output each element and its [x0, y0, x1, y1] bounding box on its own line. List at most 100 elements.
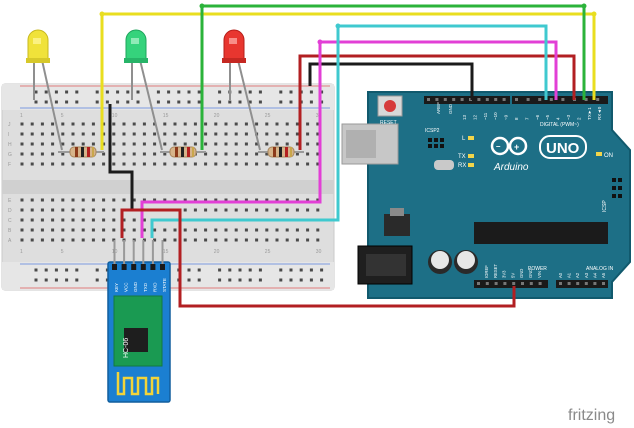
breadboard-hole — [61, 238, 65, 242]
breadboard-hole — [81, 228, 85, 232]
breadboard-hole — [51, 218, 55, 222]
power-header-strip — [474, 280, 548, 288]
breadboard-hole — [71, 122, 75, 126]
power-pin-label: 3V3 — [502, 270, 507, 278]
digital-pin-label: 8 — [514, 117, 519, 120]
power-pin-label: 5V — [510, 273, 515, 278]
breadboard-column-number: 5 — [61, 113, 64, 119]
power-label: POWER — [528, 266, 547, 272]
bt-pin-housing — [140, 264, 146, 270]
breadboard-hole — [95, 100, 99, 104]
breadboard-hole — [306, 132, 310, 136]
breadboard-hole — [193, 228, 197, 232]
digital-pin-label: ~9 — [504, 114, 509, 120]
breadboard-hole — [234, 228, 238, 232]
breadboard-hole — [65, 268, 69, 272]
breadboard-hole — [61, 198, 65, 202]
breadboard-hole — [71, 208, 75, 212]
breadboard-hole — [279, 278, 283, 282]
digital-pin-label: RX◄0 — [597, 106, 602, 120]
breadboard-hole — [295, 132, 299, 136]
breadboard-hole — [218, 278, 222, 282]
breadboard-hole — [214, 238, 218, 242]
header-pin — [443, 98, 447, 101]
breadboard-hole — [126, 100, 130, 104]
bt-pin-leg — [123, 240, 126, 264]
breadboard-hole — [228, 278, 232, 282]
breadboard-hole — [248, 90, 252, 94]
breadboard-hole — [61, 218, 65, 222]
breadboard-hole — [71, 132, 75, 136]
breadboard-hole — [112, 122, 116, 126]
breadboard-column-number: 20 — [214, 249, 220, 255]
breadboard-hole — [71, 198, 75, 202]
breadboard-hole — [132, 218, 136, 222]
bt-pin-housing — [131, 264, 137, 270]
breadboard-hole — [91, 162, 95, 166]
breadboard-hole — [316, 132, 320, 136]
breadboard-hole — [20, 132, 24, 136]
icsp-pin — [618, 186, 622, 190]
icsp2-header — [428, 138, 444, 148]
breadboard-hole — [65, 100, 69, 104]
breadboard-hole — [244, 152, 248, 156]
breadboard-hole — [71, 218, 75, 222]
breadboard-hole — [275, 228, 279, 232]
breadboard-hole — [309, 278, 313, 282]
breadboard-hole — [214, 132, 218, 136]
breadboard-hole — [204, 132, 208, 136]
breadboard-hole — [316, 198, 320, 202]
breadboard-hole — [116, 100, 120, 104]
breadboard-hole — [112, 218, 116, 222]
breadboard-hole — [234, 198, 238, 202]
breadboard-hole — [132, 162, 136, 166]
breadboard-hole — [132, 152, 136, 156]
breadboard-hole — [156, 90, 160, 94]
breadboard-hole — [91, 142, 95, 146]
power-pin-label: RESET — [493, 264, 498, 278]
breadboard-hole — [244, 122, 248, 126]
breadboard-hole — [51, 152, 55, 156]
breadboard-column-number: 1 — [20, 113, 23, 119]
breadboard-hole — [142, 218, 146, 222]
wire-cyan — [150, 24, 548, 238]
breadboard-hole — [44, 90, 48, 94]
breadboard-hole — [218, 90, 222, 94]
breadboard-hole — [193, 142, 197, 146]
breadboard-hole — [91, 122, 95, 126]
breadboard-row-letter: C — [8, 218, 12, 224]
header-pin — [584, 282, 588, 285]
breadboard-hole — [306, 162, 310, 166]
breadboard-hole — [142, 238, 146, 242]
breadboard-hole — [234, 132, 238, 136]
breadboard-hole — [285, 198, 289, 202]
led-on-indicator — [596, 152, 602, 156]
breadboard-column-number: 25 — [265, 113, 271, 119]
digital-pin-label: TX►1 — [587, 107, 592, 120]
icsp2-pin — [428, 144, 432, 148]
breadboard-hole — [265, 228, 269, 232]
breadboard-hole — [122, 132, 126, 136]
hc06-chip-label: HC-06 — [123, 338, 130, 358]
breadboard-hole — [299, 268, 303, 272]
breadboard-hole — [218, 268, 222, 272]
breadboard-hole — [265, 208, 269, 212]
breadboard-hole — [197, 100, 201, 104]
breadboard-hole — [61, 228, 65, 232]
breadboard-hole — [224, 132, 228, 136]
breadboard-hole — [285, 208, 289, 212]
digital-header — [424, 96, 608, 104]
breadboard-hole — [20, 228, 24, 232]
breadboard-hole — [316, 208, 320, 212]
breadboard-hole — [224, 122, 228, 126]
breadboard-hole — [153, 162, 157, 166]
breadboard-hole — [61, 132, 65, 136]
breadboard-hole — [193, 198, 197, 202]
breadboard-hole — [112, 152, 116, 156]
breadboard-hole — [163, 198, 167, 202]
breadboard: JIHGFEDCBA115510101515202025253030 — [1, 83, 335, 291]
breadboard-hole — [51, 142, 55, 146]
